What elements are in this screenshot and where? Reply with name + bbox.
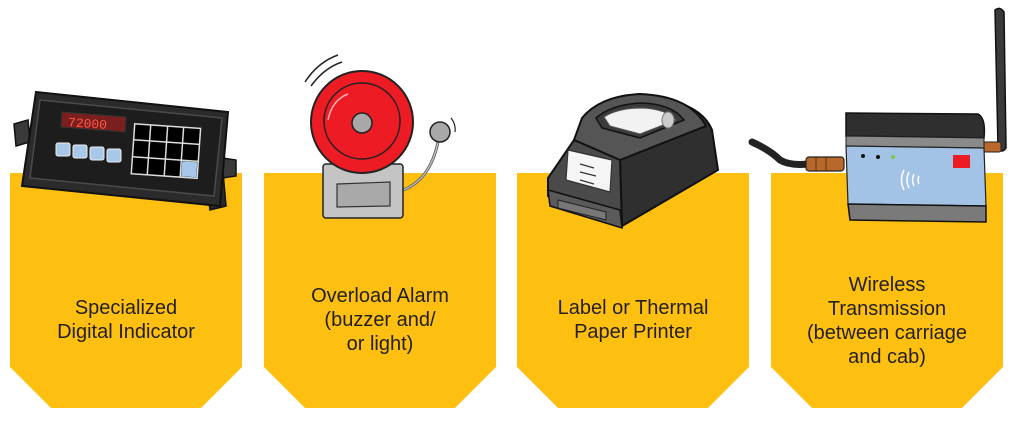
panel-printer: Label or Thermal Paper Printer — [517, 173, 749, 408]
label-overload-alarm: Overload Alarm (buzzer and/ or light) — [311, 285, 449, 355]
label-wireless: Wireless Transmission (between carriage … — [806, 274, 968, 368]
svg-text:72000: 72000 — [68, 115, 108, 133]
label-digital-indicator: Specialized Digital Indicator — [57, 297, 195, 343]
panel-overload-alarm: Overload Alarm (buzzer and/ or light) — [264, 173, 496, 408]
panel-wireless: Wireless Transmission (between carriage … — [771, 173, 1003, 408]
label-printer: Label or Thermal Paper Printer — [557, 297, 709, 343]
panel-digital-indicator: Specialized Digital Indicator — [10, 173, 242, 408]
